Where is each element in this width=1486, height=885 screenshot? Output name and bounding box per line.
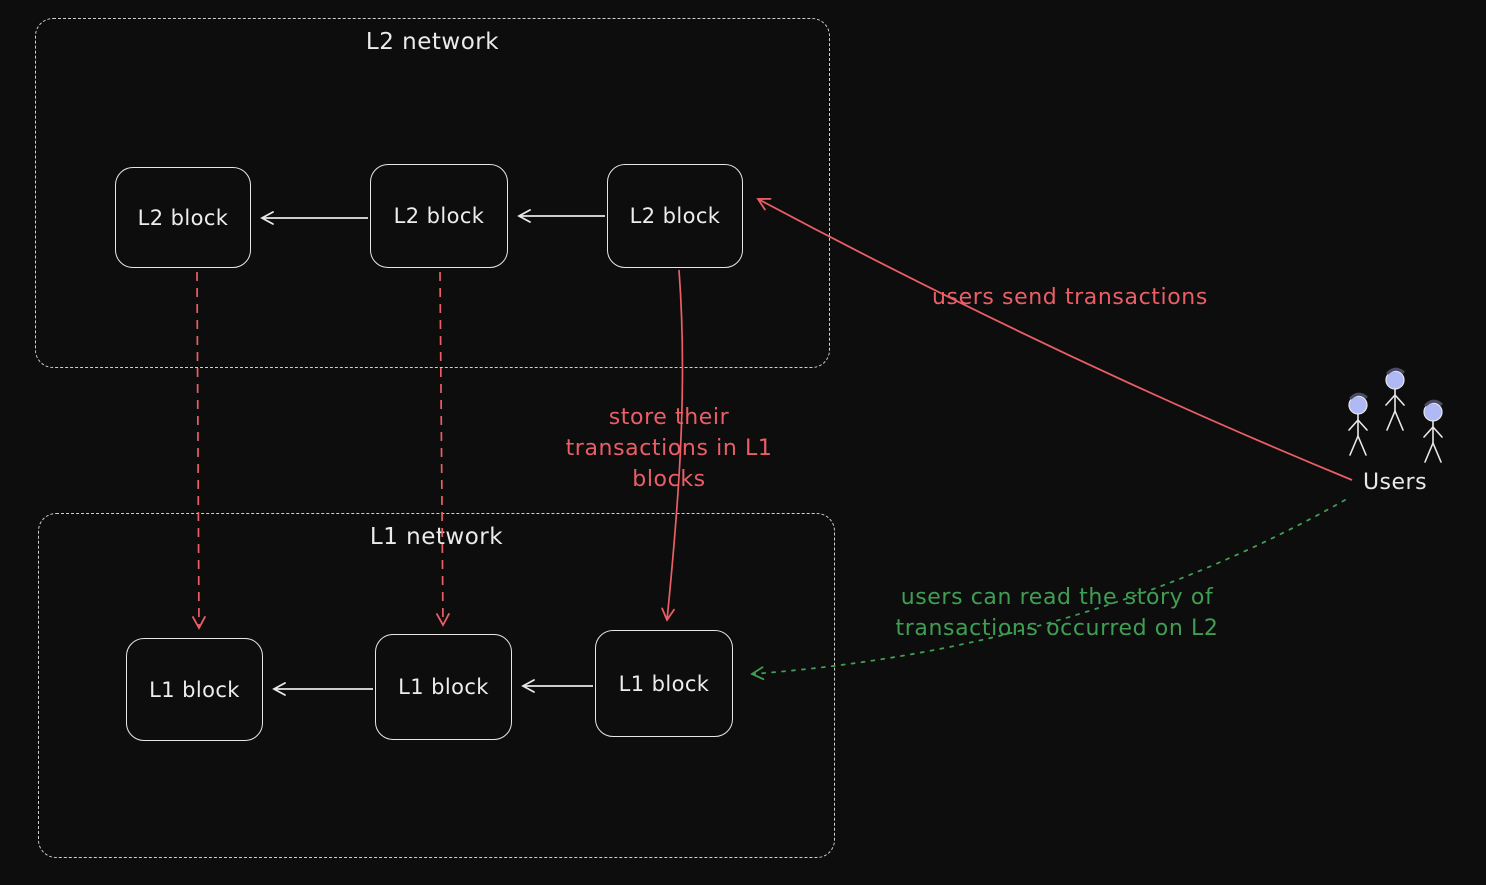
l2-network-container: L2 network (35, 18, 830, 368)
l1-network-label: L1 network (369, 524, 504, 550)
user-figure-icon (1385, 367, 1405, 431)
l2-block-3: L2 block (607, 164, 743, 268)
arrow-users-send-transactions (756, 197, 1353, 481)
l2-block-2: L2 block (370, 164, 508, 268)
l1-block-2: L1 block (375, 634, 512, 740)
annotation-users-read-story: users can read the story of transactions… (895, 585, 1219, 641)
users-icon (1348, 367, 1443, 463)
l2-network-label: L2 network (365, 29, 500, 55)
user-figure-icon (1423, 399, 1443, 463)
l1-block-1: L1 block (126, 638, 263, 741)
annotation-store-transactions: store their transactions in L1 blocks (565, 405, 773, 492)
users-label: Users (1362, 470, 1428, 495)
l2-block-1: L2 block (115, 167, 251, 268)
user-figure-icon (1348, 392, 1368, 456)
l1-block-3: L1 block (595, 630, 733, 737)
l1-network-container: L1 network (38, 513, 835, 858)
annotation-users-send-transactions: users send transactions (932, 285, 1208, 310)
